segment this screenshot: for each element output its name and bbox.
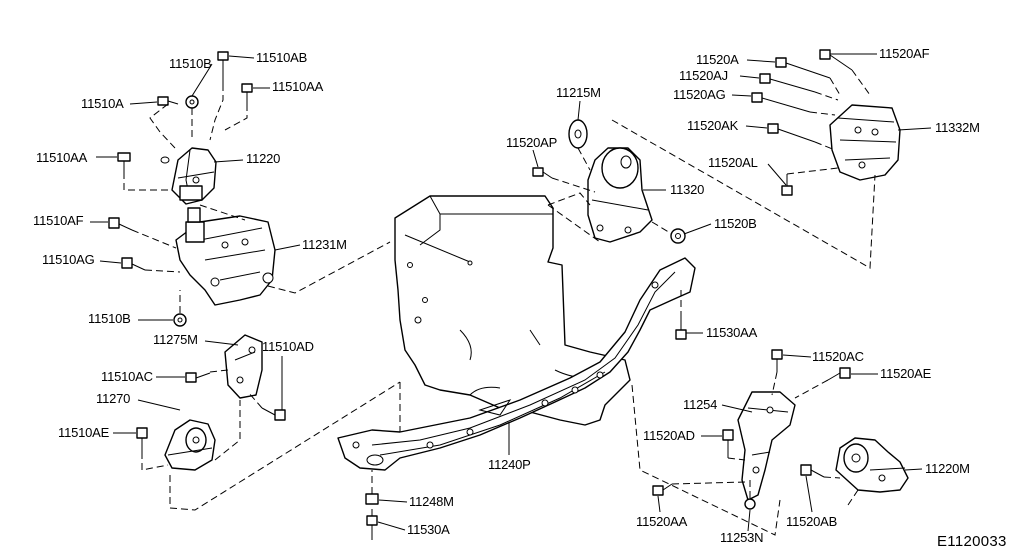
label-11332M: 11332M [935,120,980,135]
label-11275M: 11275M [153,332,198,347]
label-11510AD: 11510AD [262,339,314,354]
label-11220M: 11220M [925,461,970,476]
label-11520AL: 11520AL [708,155,758,170]
label-11520AJ: 11520AJ [679,68,728,83]
label-11520A: 11520A [696,52,739,67]
label-11510B: 11510B [169,56,212,71]
insulator-11270 [164,419,216,471]
label-11520AP: 11520AP [506,135,558,150]
label-11520AF: 11520AF [879,46,930,61]
assembly-lines [123,69,876,536]
label-11520AC: 11520AC [812,349,864,364]
label-11510AC: 11510AC [101,369,153,384]
label-11240P: 11240P [488,457,531,472]
insulator-11220 [160,147,217,205]
bracket-11275M [224,334,263,399]
label-11520AG: 11520AG [673,87,726,102]
label-11510AG: 11510AG [42,252,95,267]
label-11510AF: 11510AF [33,213,84,228]
label-11520AA: 11520AA [636,514,688,529]
bracket-11332M [829,104,901,181]
label-11320: 11320 [670,182,705,197]
label-11253N: 11253N [720,530,764,545]
insulator-11220M [835,437,909,493]
label-11530AA: 11530AA [706,325,758,340]
leader-lines [90,53,932,532]
label-11520B: 11520B [714,216,757,231]
label-11510AA-left: 11510AA [36,150,88,165]
label-11520AE: 11520AE [880,366,932,381]
label-11520AK: 11520AK [687,118,739,133]
label-11510AA-top: 11510AA [272,79,324,94]
label-11270: 11270 [96,391,131,406]
label-11231M: 11231M [302,237,347,252]
bracket-11231M [175,207,276,306]
engine-outline [394,195,631,426]
bolts [108,49,853,540]
label-11254: 11254 [683,397,718,412]
label-11530A: 11530A [407,522,450,537]
label-11215M: 11215M [556,85,601,100]
label-11510B-bottom: 11510B [88,311,131,326]
label-11220: 11220 [246,151,281,166]
label-11248M: 11248M [409,494,454,509]
crossmember-11240P [337,257,696,471]
bracket-11254 [737,391,796,501]
diagram-code: E1120033 [937,533,1007,550]
label-11510A: 11510A [81,96,124,111]
label-11520AB: 11520AB [786,514,838,529]
label-11510AE: 11510AE [58,425,110,440]
label-11510AB: 11510AB [256,50,308,65]
label-11520AD: 11520AD [643,428,695,443]
insulator-11320 [568,119,653,243]
